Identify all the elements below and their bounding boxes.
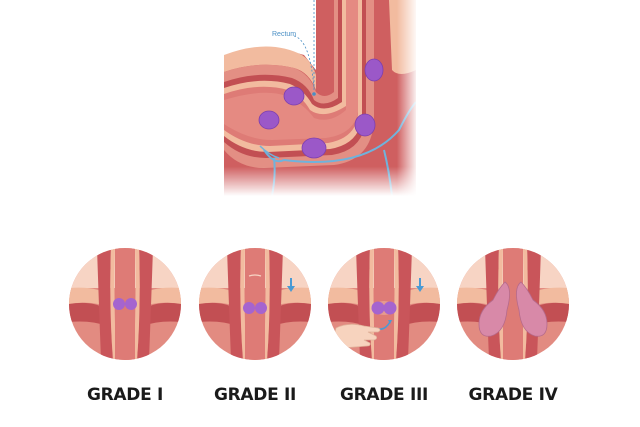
grade-2-illustration <box>199 248 311 360</box>
rectum-overview-illustration: Rectum <box>224 0 416 196</box>
grade-4-illustration <box>457 248 569 360</box>
down-arrow-icon <box>416 278 424 292</box>
grade-4-label: GRADE IV <box>468 385 558 405</box>
prolapsed-hemorrhoid <box>516 281 548 337</box>
grade-1-label: GRADE I <box>86 385 164 405</box>
grade-2-label: GRADE II <box>213 385 297 405</box>
rectum-label: Rectum <box>272 31 297 38</box>
down-arrow-icon <box>287 278 295 292</box>
grade-3-illustration <box>328 248 440 360</box>
grade-3-panel: GRADE III <box>328 248 440 405</box>
grade-2-panel: GRADE II <box>199 248 311 405</box>
grade-4-panel: GRADE IV <box>457 248 569 405</box>
grade-3-label: GRADE III <box>339 385 429 405</box>
grade-1-panel: GRADE I <box>69 248 181 405</box>
grade-1-illustration <box>69 248 181 360</box>
rectum-cross-section <box>224 0 416 196</box>
prolapsed-hemorrhoid <box>478 281 510 337</box>
